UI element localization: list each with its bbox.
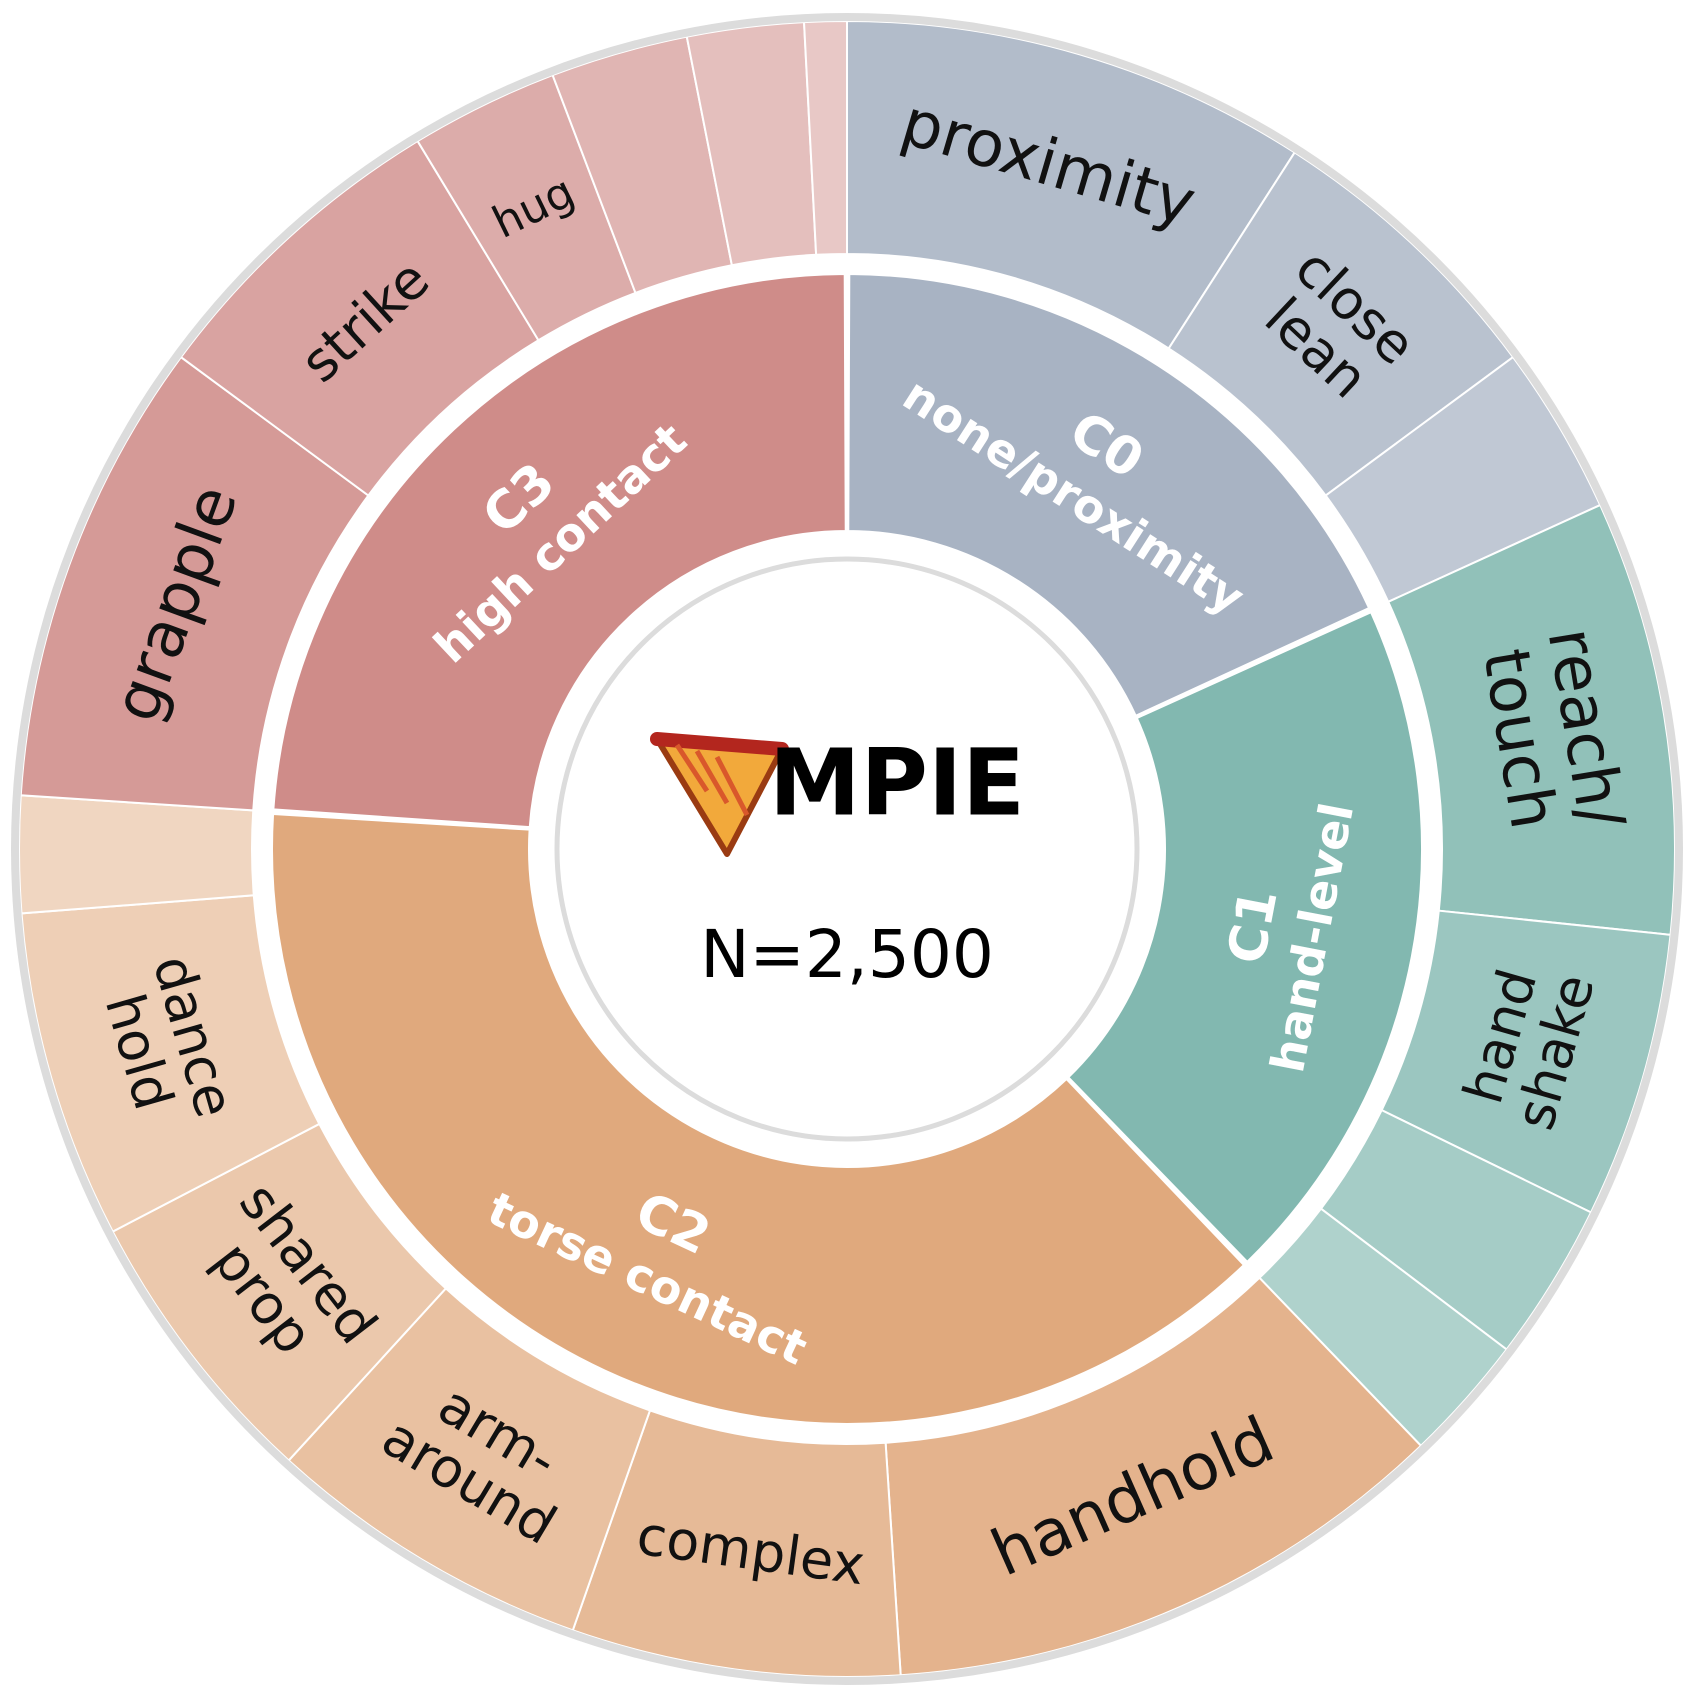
pie-slice-icon: [650, 732, 789, 857]
center-circle: [554, 556, 1140, 1142]
center-count: N=2,500: [700, 916, 994, 993]
center-hub: MPIE N=2,500: [533, 535, 1161, 1163]
outer-segment: [802, 19, 848, 256]
center-title: MPIE: [769, 729, 1025, 836]
inner-ring: [271, 273, 1423, 1426]
outer-segment: [18, 794, 255, 915]
outer-ring: [18, 19, 1676, 1678]
inner-segment-c2: [271, 812, 1246, 1426]
inner-segment-c3: [272, 273, 847, 829]
inner-segment-c1: [1066, 610, 1423, 1264]
chart-outer-border: [11, 13, 1683, 1685]
inner-segment-c0: [847, 273, 1371, 718]
